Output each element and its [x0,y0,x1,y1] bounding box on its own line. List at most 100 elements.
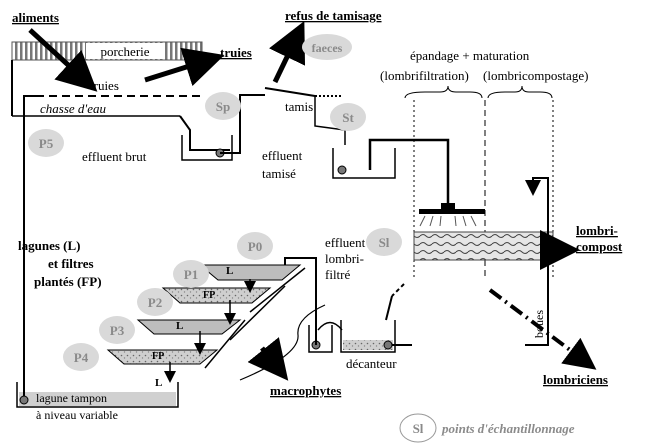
lombricompost-label-1: lombri- [576,223,618,238]
siphon-arc [317,321,343,331]
point-p4-label: P4 [74,350,89,365]
brace-lombrifiltration [404,85,483,99]
lagune-tampon-water [19,392,176,406]
cascade-edge-1 [249,267,306,313]
brace-lombricompostage [487,85,553,99]
legend-text: points d'échantillonnage [441,421,575,436]
worm-bed [413,231,554,261]
reactor-outflow-dashed [391,283,405,297]
porcherie-label: porcherie [100,44,149,59]
decanteur-label: décanteur [346,356,397,371]
tampon-L-label: L [155,377,162,389]
cascade-edge-3 [204,319,246,369]
lombrifiltre-reactor [413,100,554,280]
lagunes-label-2: et filtres [48,256,94,271]
filtre-FP1 [161,287,272,304]
point-p5-badge [28,129,64,157]
porcherie-label-bg [86,43,164,59]
aliments-label: aliments [12,10,59,25]
point-p0-badge [237,232,273,260]
filtre-FP1-label: FP [203,290,215,301]
refus-arrow [268,20,306,84]
point-p0-label: P0 [248,239,262,254]
lombricompostage-label: (lombricompostage) [483,68,588,83]
point-p3-label: P3 [110,323,125,338]
filtre-FP2-label: FP [152,351,164,362]
lombrifiltration-label: (lombrifiltration) [380,68,469,83]
macrophytes-label: macrophytes [270,383,341,398]
pit-sp-basin [181,135,233,161]
effluent-lf-label-2: lombri- [325,251,364,266]
boues-label: boues [532,310,546,338]
lagune-tampon-label-1: lagune tampon [36,391,107,405]
point-st-badge [330,103,366,131]
macrophytes-arrow [247,337,289,381]
faeces-label: faeces [312,41,343,55]
lombriciens-label: lombriciens [543,372,608,387]
faeces-badge [302,34,352,60]
legend-badge-label: Sl [413,421,424,436]
legend-badge [399,413,437,443]
effluent-lf-label-1: effluent [325,235,366,250]
porcherie-outflow [179,115,230,151]
sprinkler-bar [419,209,485,214]
chasse-label: chasse d'eau [40,101,106,116]
pipe-to-sprinkler [368,138,450,205]
lagune-L2-label: L [176,320,183,332]
truies-in-label: truies [90,78,119,93]
point-st-label: St [342,110,354,125]
pipe-to-lagune-p0 [284,257,317,345]
decanteur-pump [383,340,393,350]
lagune-L1 [198,264,302,281]
lagune-L1-label: L [226,265,233,277]
sprinkler-head [441,203,455,209]
refus-label: refus de tamisage [285,8,382,23]
point-sl-label: Sl [379,235,390,250]
point-p4-badge [63,343,99,371]
lagune-tampon-pump [19,395,29,405]
reactor-outflow [385,295,393,321]
pit-tamise-pump [337,165,347,175]
cascade-edge-2 [229,285,286,341]
sprinkler-jets [419,215,477,227]
lombriciens-arrow [488,288,597,370]
pipe-to-tamis [220,94,265,154]
decanteur-basin [340,320,396,353]
point-sp-label: Sp [216,99,230,114]
tamis-screen [264,87,316,97]
effluent-tamise-label-2: tamisé [262,166,296,181]
point-p5-label: P5 [39,136,54,151]
point-p2-badge [137,288,173,316]
point-sl-badge [366,228,402,256]
decanteur-sludge [343,340,393,350]
epandage-label: épandage + maturation [410,48,530,63]
tamis-label: tamis [285,99,313,114]
lagune-tampon-label-2: à niveau variable [36,408,118,422]
pit-p0-basin [308,325,333,353]
recycling-pipe [23,95,36,396]
point-sp-badge [205,92,241,120]
point-p1-badge [173,260,209,288]
effluent-brut-label: effluent brut [82,149,147,164]
lagunes-label-3: plantés (FP) [34,274,102,289]
truies-out-label: truies [220,45,252,60]
macrophytes-brace [239,304,326,381]
boues-return-pipe [525,177,549,346]
lagunes-label-1: lagunes (L) [18,238,80,253]
point-p3-badge [99,316,135,344]
effluent-lf-label-3: filtré [325,267,350,282]
lagoon-cascade [106,264,306,383]
tamis-outflow [314,96,346,145]
lagune-tampon-basin [16,382,179,408]
effluent-tamise-label-1: effluent [262,148,303,163]
filtre-FP2 [106,349,219,365]
pit-sp [181,94,265,161]
lombricompost-label-2: compost [576,239,623,254]
point-p1-label: P1 [184,267,198,282]
lagune-L2 [136,319,242,335]
point-p2-label: P2 [148,295,162,310]
truies-out-arrow [144,47,225,87]
aliments-arrow [28,28,98,92]
pit-tamise-basin [332,148,396,179]
